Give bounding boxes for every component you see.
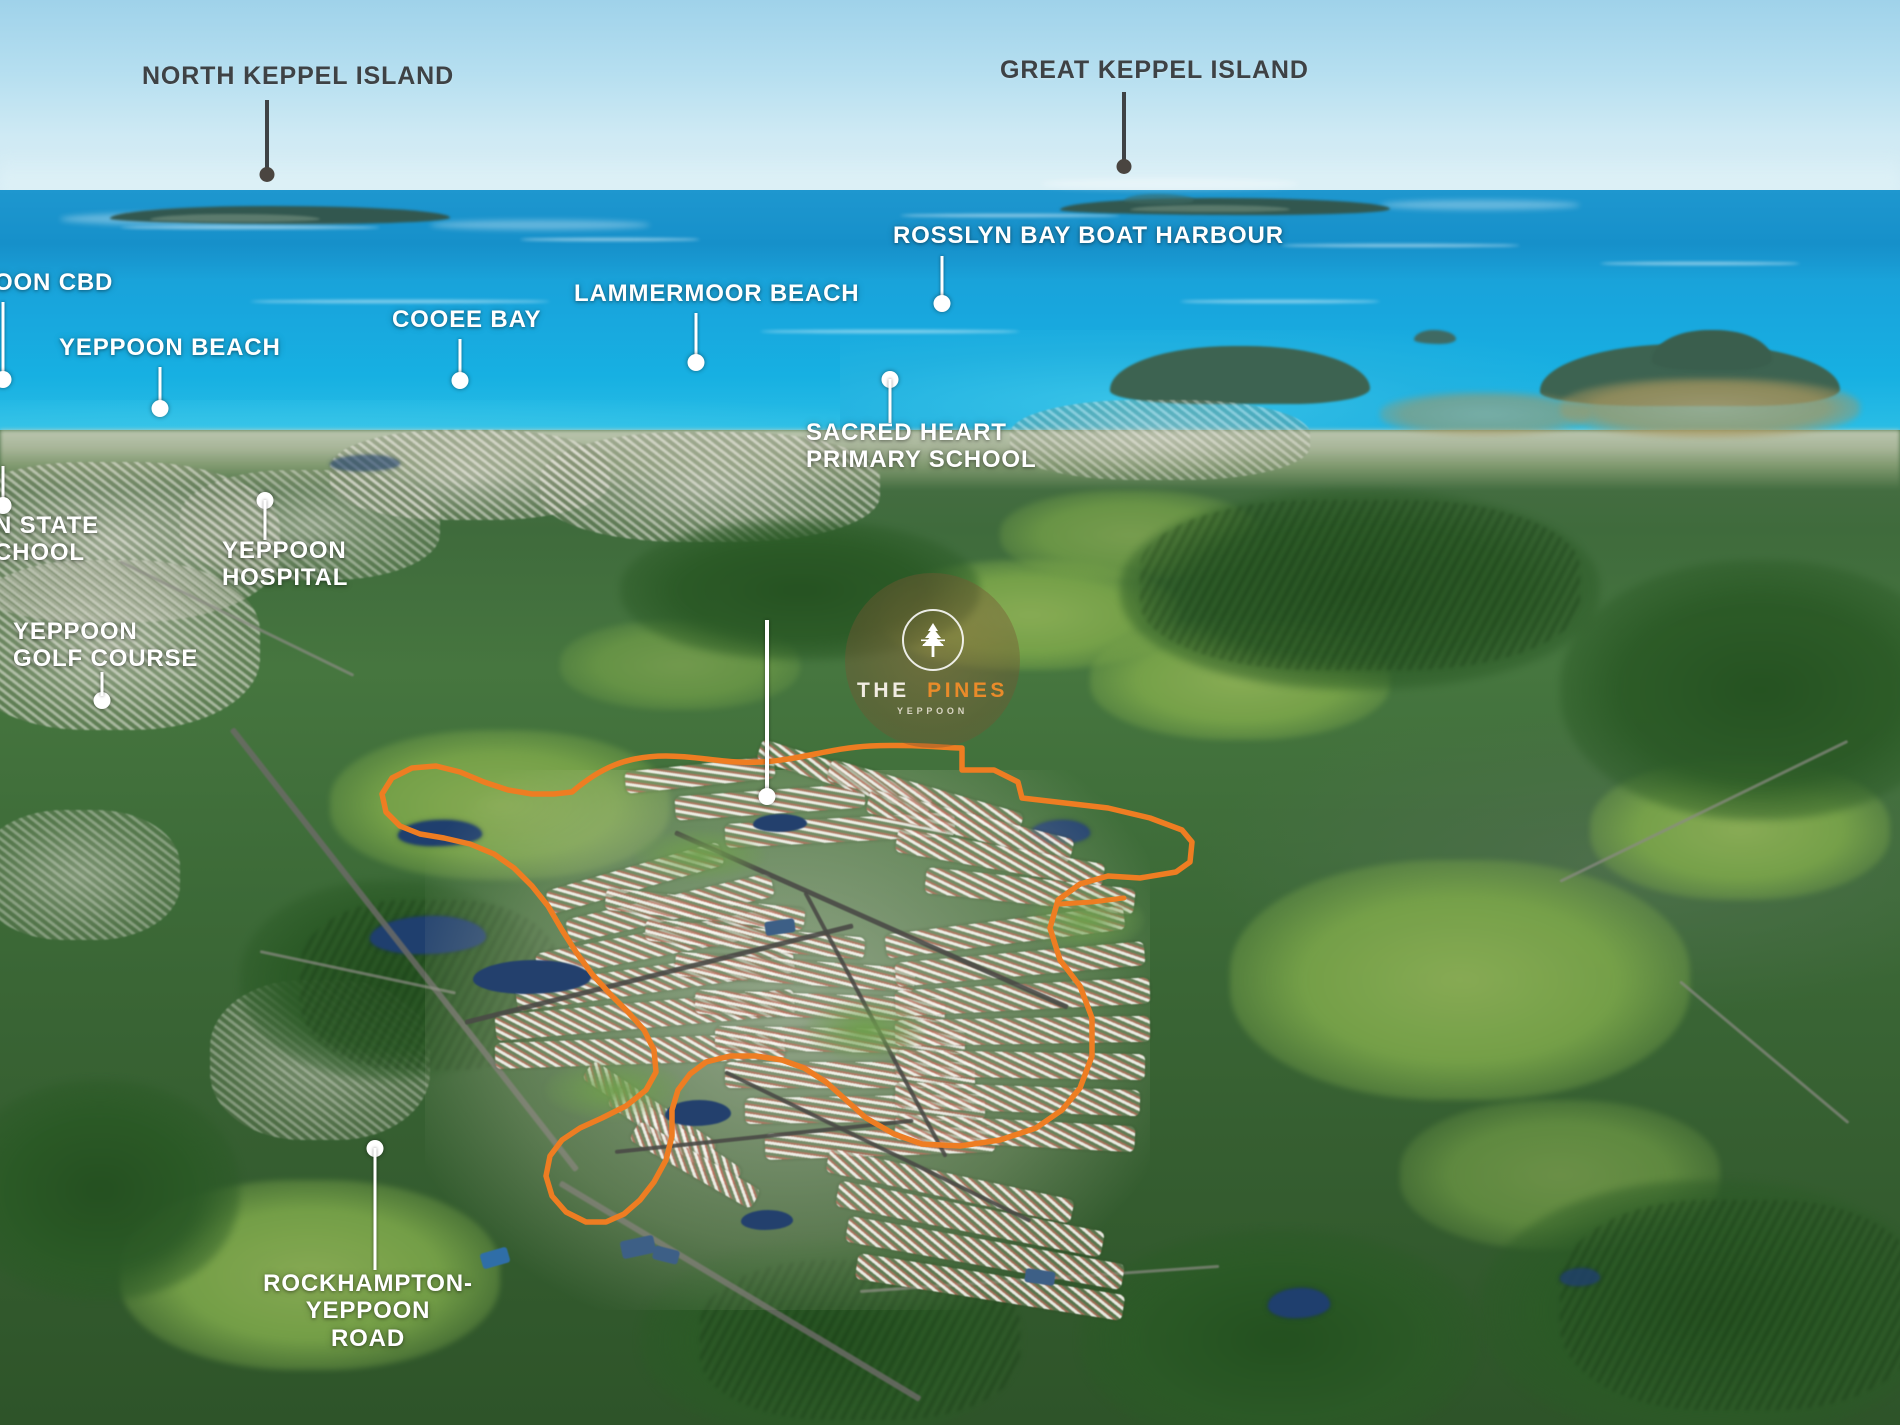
- logo-word-pines: PINES: [927, 679, 1008, 702]
- pin-stem: [1, 302, 4, 380]
- north-keppel-island-sand: [150, 214, 320, 222]
- pin-dot: [93, 692, 110, 709]
- pin-dot: [687, 354, 704, 371]
- park-green-space: [545, 1060, 685, 1120]
- cleared-land-patch: [1560, 378, 1860, 438]
- logo-word-the: THE: [857, 679, 910, 702]
- pin-rockhampton-yeppoon-road[interactable]: [366, 1140, 383, 1270]
- wave-streak: [250, 300, 550, 303]
- reef-patch: [430, 220, 650, 230]
- housing-block: [894, 1015, 1151, 1047]
- the-pines-logo-watermark: THE PINES YEPPOON: [845, 573, 1020, 748]
- pin-stem: [888, 379, 891, 423]
- pin-stem: [694, 313, 697, 363]
- pin-north-keppel-island[interactable]: [258, 100, 275, 182]
- small-island: [1414, 330, 1456, 344]
- label-lammermoor-beach: LAMMERMOOR BEACH: [574, 280, 860, 307]
- pin-yeppoon-state-school[interactable]: [0, 466, 11, 514]
- pin-stem: [764, 620, 769, 800]
- label-yeppoon-beach: YEPPOON BEACH: [59, 334, 281, 361]
- bushland: [1560, 560, 1900, 820]
- ocean-deep-water: [0, 190, 1900, 280]
- the-pines-estate-area: [425, 738, 1151, 1321]
- wave-streak: [1180, 300, 1380, 303]
- reef-patch: [1380, 200, 1580, 210]
- forest-texture: [1560, 1200, 1900, 1410]
- forest-texture: [1140, 500, 1580, 670]
- label-great-keppel-island: GREAT KEPPEL ISLAND: [1000, 56, 1309, 84]
- pine-tree-icon: [901, 609, 964, 671]
- suburb-rosslyn: [1010, 400, 1310, 480]
- pin-dot: [0, 497, 11, 514]
- suburb-yeppoon-south: [0, 560, 260, 730]
- wave-streak: [1280, 244, 1520, 247]
- label-rosslyn-bay-boat-harbour: ROSSLYN BAY BOAT HARBOUR: [893, 222, 1284, 249]
- pin-dot: [259, 167, 274, 182]
- pin-dot: [451, 372, 468, 389]
- pin-yeppoon-cbd[interactable]: [0, 302, 11, 388]
- pin-yeppoon-beach[interactable]: [151, 367, 168, 417]
- wave-streak: [760, 330, 1020, 333]
- label-yeppoon-cbd: OON CBD: [0, 269, 114, 296]
- bushland: [1480, 1180, 1900, 1425]
- pin-great-keppel-island[interactable]: [1115, 92, 1132, 174]
- pin-dot: [758, 788, 775, 805]
- pin-rosslyn-bay-boat-harbour[interactable]: [933, 256, 950, 312]
- pin-stem: [264, 100, 269, 174]
- pin-the-pines-estate[interactable]: [758, 620, 775, 810]
- wave-streak: [520, 238, 700, 241]
- suburb-foreground: [0, 810, 180, 940]
- pin-dot: [933, 295, 950, 312]
- pin-stem: [458, 339, 461, 381]
- park-green-space: [635, 830, 765, 880]
- label-sacred-heart-primary-school: SACRED HEART PRIMARY SCHOOL: [806, 419, 1037, 474]
- label-rockhampton-yeppoon-road: ROCKHAMPTON-YEPPOON ROAD: [263, 1270, 473, 1352]
- pin-stem: [373, 1148, 376, 1270]
- pin-dot: [0, 371, 11, 388]
- pin-stem: [940, 256, 943, 304]
- pin-stem: [158, 367, 161, 409]
- pin-stem: [263, 500, 266, 540]
- pin-dot: [151, 400, 168, 417]
- label-cooee-bay: COOEE BAY: [392, 306, 542, 333]
- wave-streak: [900, 214, 1120, 217]
- double-head-headland: [1652, 330, 1772, 370]
- reef-patch: [1040, 178, 1300, 190]
- park-green-space: [805, 1000, 925, 1060]
- pin-yeppoon-hospital[interactable]: [256, 492, 273, 540]
- wave-streak: [1600, 262, 1800, 265]
- bushland: [1120, 490, 1600, 690]
- great-keppel-island-sand: [1130, 205, 1290, 212]
- small-island: [1124, 194, 1194, 204]
- pin-cooee-bay[interactable]: [451, 339, 468, 389]
- rosslyn-bay-headland: [1110, 346, 1370, 404]
- cleared-land-patch: [1380, 392, 1590, 436]
- dam: [330, 455, 400, 471]
- dam: [1560, 1268, 1600, 1286]
- pin-stem: [100, 672, 103, 696]
- suburb-taranganba: [180, 470, 440, 580]
- label-north-keppel-island: NORTH KEPPEL ISLAND: [142, 62, 455, 90]
- logo-wordmark: THE PINES: [857, 680, 1008, 701]
- housing-block: [894, 1049, 1146, 1081]
- label-yeppoon-hospital: YEPPOON HOSPITAL: [222, 537, 349, 592]
- pin-yeppoon-golf-course[interactable]: [93, 672, 110, 712]
- label-yeppoon-state-school: N STATE CHOOL: [0, 512, 99, 567]
- logo-subtitle: YEPPOON: [897, 706, 968, 716]
- pin-stem: [1121, 92, 1126, 166]
- pin-sacred-heart-primary-school[interactable]: [881, 371, 898, 423]
- pasture-field-large: [1230, 860, 1690, 1100]
- bushland: [0, 1080, 240, 1300]
- label-yeppoon-golf-course: YEPPOON GOLF COURSE: [13, 618, 199, 673]
- wave-streak: [120, 226, 380, 229]
- dam: [1268, 1288, 1330, 1318]
- park-green-space: [1025, 890, 1145, 950]
- pin-dot: [1116, 159, 1131, 174]
- pin-stem: [1, 466, 4, 506]
- pin-lammermoor-beach[interactable]: [687, 313, 704, 371]
